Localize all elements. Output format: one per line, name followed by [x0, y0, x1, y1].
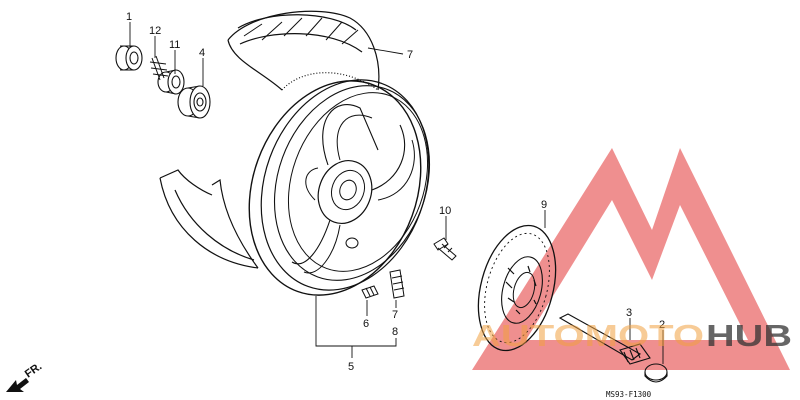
valve-part [389, 269, 405, 299]
rim-band [159, 169, 259, 269]
callout-10: 10 [439, 205, 451, 217]
callout-5: 5 [348, 361, 354, 373]
direction-label: FR. [23, 360, 44, 380]
callout-1: 1 [126, 11, 132, 23]
brake-disc [477, 224, 557, 352]
callout-9: 9 [541, 199, 547, 211]
watermark-text-part1: AUTOMOTO [472, 318, 704, 353]
callout-8: 8 [392, 326, 398, 338]
front-direction-icon [6, 378, 29, 392]
watermark-logo [472, 148, 790, 370]
collar-part [157, 69, 185, 95]
callout-7-tire: 7 [407, 49, 413, 61]
callout-4: 4 [199, 47, 205, 59]
leader-lines [129, 22, 664, 364]
bolt-part [433, 237, 457, 261]
bearing-part [177, 85, 211, 119]
callout-7-valve: 7 [392, 309, 398, 321]
pin-part [149, 55, 169, 81]
callout-11: 11 [169, 39, 180, 51]
cap-part [644, 363, 668, 383]
balance-weight-part [361, 285, 379, 299]
damper-part [115, 45, 143, 71]
callout-6: 6 [363, 318, 369, 330]
watermark-text-part2: HUB [706, 318, 792, 353]
callout-12: 12 [149, 25, 161, 37]
wheel [248, 79, 431, 296]
callout-3: 3 [626, 307, 632, 319]
axle-part [558, 313, 651, 365]
diagram-code: MS93-F1300 [606, 390, 652, 399]
tire [227, 10, 380, 91]
watermark-text: AUTOMOTO HUB [472, 318, 792, 353]
callout-2: 2 [659, 319, 665, 331]
